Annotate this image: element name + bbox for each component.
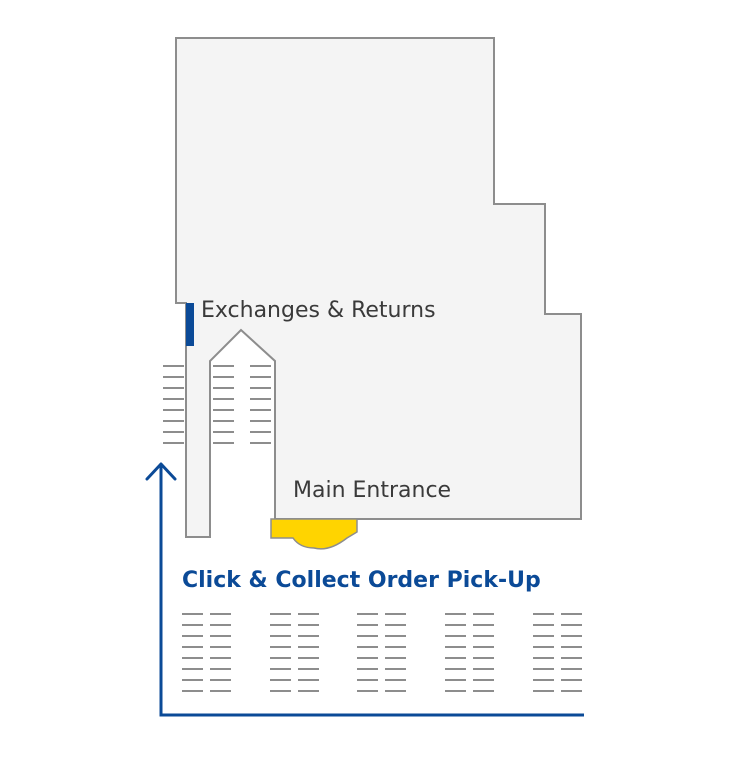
returns-door-marker	[186, 303, 194, 346]
returns-label: Exchanges & Returns	[201, 298, 436, 323]
pickup-label: Click & Collect Order Pick-Up	[182, 568, 541, 593]
main-entrance-marker	[270, 518, 358, 550]
building-outline	[175, 37, 582, 538]
entrance-label: Main Entrance	[293, 478, 452, 503]
arrow-up-icon	[145, 462, 177, 481]
route-line	[159, 465, 584, 717]
parking-area	[163, 365, 582, 692]
